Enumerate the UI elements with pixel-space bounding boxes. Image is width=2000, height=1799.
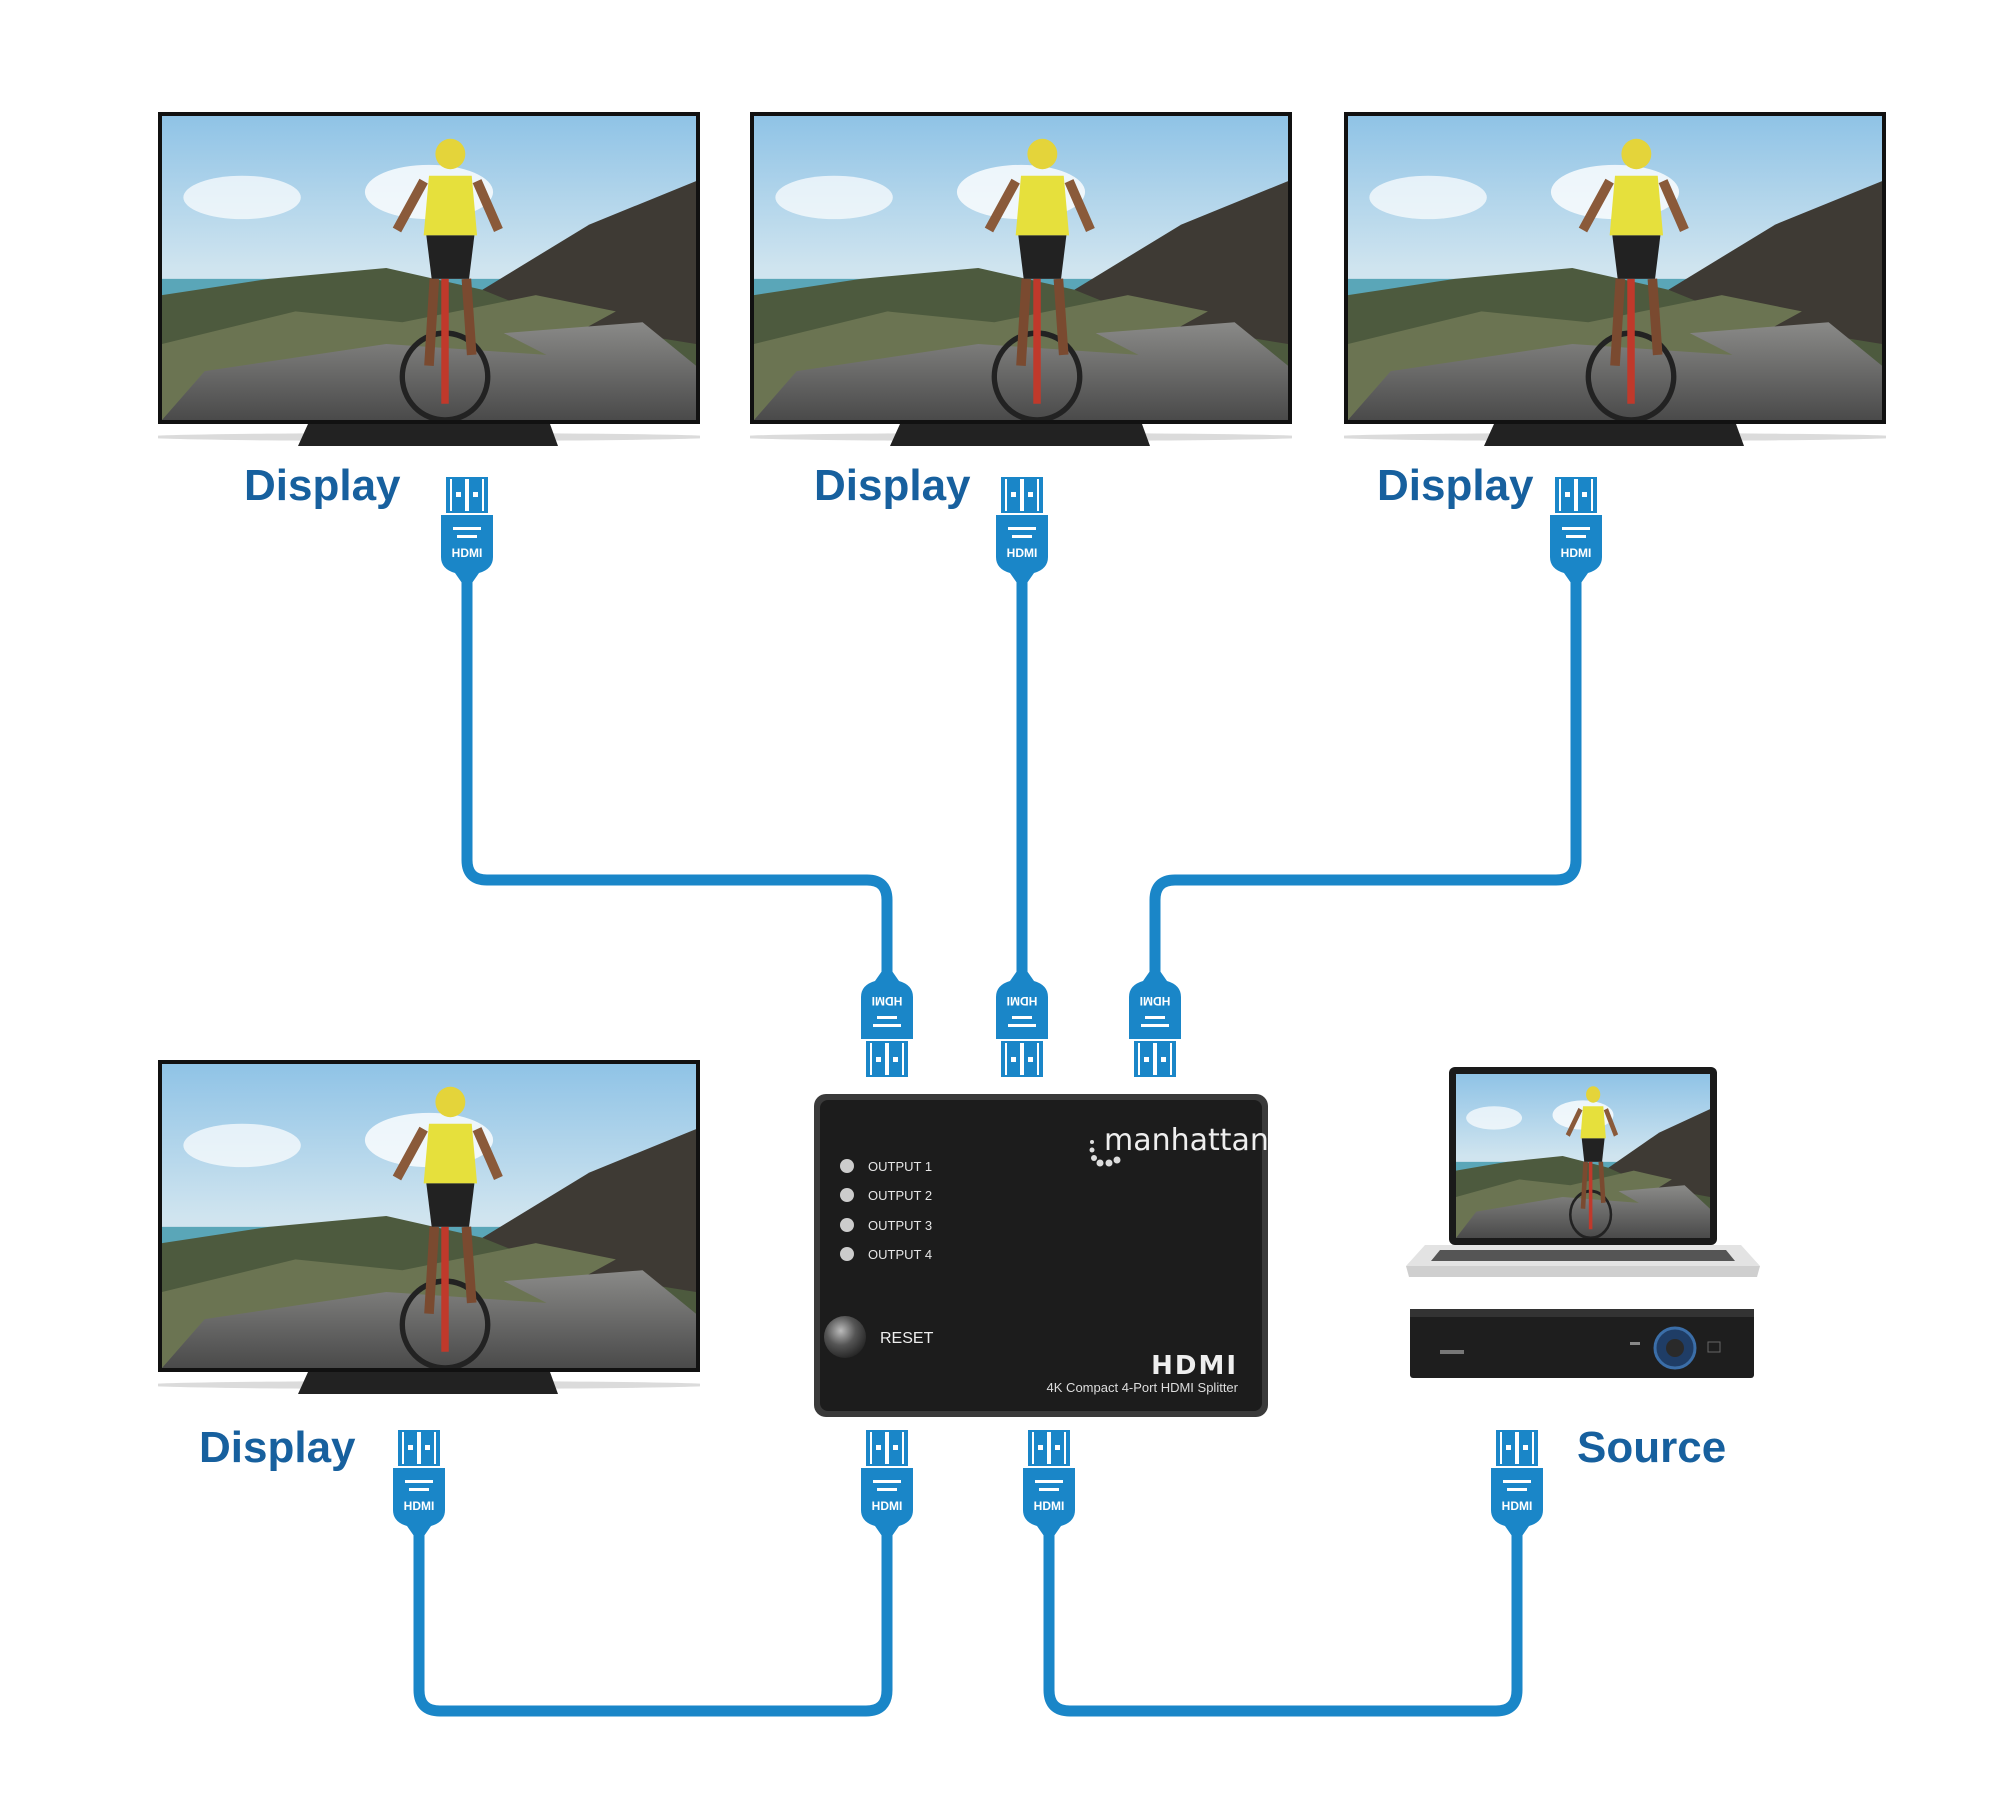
output-led-3: OUTPUT 3 (840, 1218, 932, 1233)
brand-name: manhattan (1104, 1123, 1269, 1158)
hdmi-connector-label: HDMI (1561, 546, 1592, 560)
output-label: OUTPUT 1 (868, 1159, 932, 1174)
display-label-4: Display (199, 1423, 356, 1472)
cable-output-1 (461, 580, 893, 980)
display-label-3: Display (1377, 461, 1534, 510)
output-label: OUTPUT 4 (868, 1247, 932, 1262)
display-label-1: Display (244, 461, 401, 510)
display-3 (1325, 112, 1905, 446)
hdmi-connector-splitter-out-3: HDMI (1129, 971, 1181, 1077)
product-name: 4K Compact 4-Port HDMI Splitter (1047, 1380, 1239, 1395)
hdmi-connector-display-4: HDMI (393, 1430, 445, 1536)
cable-output-3 (1149, 580, 1582, 980)
hdmi-connector-label: HDMI (1007, 546, 1038, 560)
output-led-1: OUTPUT 1 (840, 1159, 932, 1174)
hdmi-connector-label: HDMI (1007, 994, 1038, 1008)
hdmi-logo: HDMI (1151, 1351, 1238, 1381)
hdmi-connector-splitter-out-2: HDMI (996, 971, 1048, 1077)
output-label: OUTPUT 3 (868, 1218, 932, 1233)
hdmi-connector-splitter-in: HDMI (1023, 1430, 1075, 1536)
display-1 (139, 112, 719, 446)
hdmi-connector-label: HDMI (452, 546, 483, 560)
hdmi-connector-display-1: HDMI (441, 477, 493, 583)
display-4 (139, 1060, 719, 1394)
hdmi-connector-label: HDMI (872, 994, 903, 1008)
hdmi-connector-label: HDMI (1502, 1499, 1533, 1513)
output-led-2: OUTPUT 2 (840, 1188, 932, 1203)
hdmi-connector-label: HDMI (872, 1499, 903, 1513)
manhattan-logo: manhattan (1089, 1123, 1269, 1167)
cable-input (1043, 1532, 1523, 1717)
laptop-source (1406, 1067, 1760, 1277)
hdmi-connector-display-2: HDMI (996, 477, 1048, 583)
cable-output-4 (413, 1532, 893, 1717)
hdmi-connector-label: HDMI (1140, 994, 1171, 1008)
reset-label: RESET (880, 1330, 934, 1347)
source-label: Source (1577, 1423, 1726, 1472)
output-led-4: OUTPUT 4 (840, 1247, 932, 1262)
hdmi-connector-label: HDMI (1034, 1499, 1065, 1513)
output-label: OUTPUT 2 (868, 1188, 932, 1203)
media-player-source (1410, 1309, 1754, 1378)
display-label-2: Display (814, 461, 971, 510)
hdmi-connector-splitter-out-4: HDMI (861, 1430, 913, 1536)
hdmi-connector-label: HDMI (404, 1499, 435, 1513)
hdmi-connector-splitter-out-1: HDMI (861, 971, 913, 1077)
hdmi-connector-source: HDMI (1491, 1430, 1543, 1536)
hdmi-splitter: manhattan OUTPUT 1 OUTPUT 2 OUTPUT 3 OUT… (814, 1094, 1269, 1417)
display-2 (731, 112, 1311, 446)
hdmi-connector-display-3: HDMI (1550, 477, 1602, 583)
reset-button[interactable] (824, 1316, 866, 1358)
